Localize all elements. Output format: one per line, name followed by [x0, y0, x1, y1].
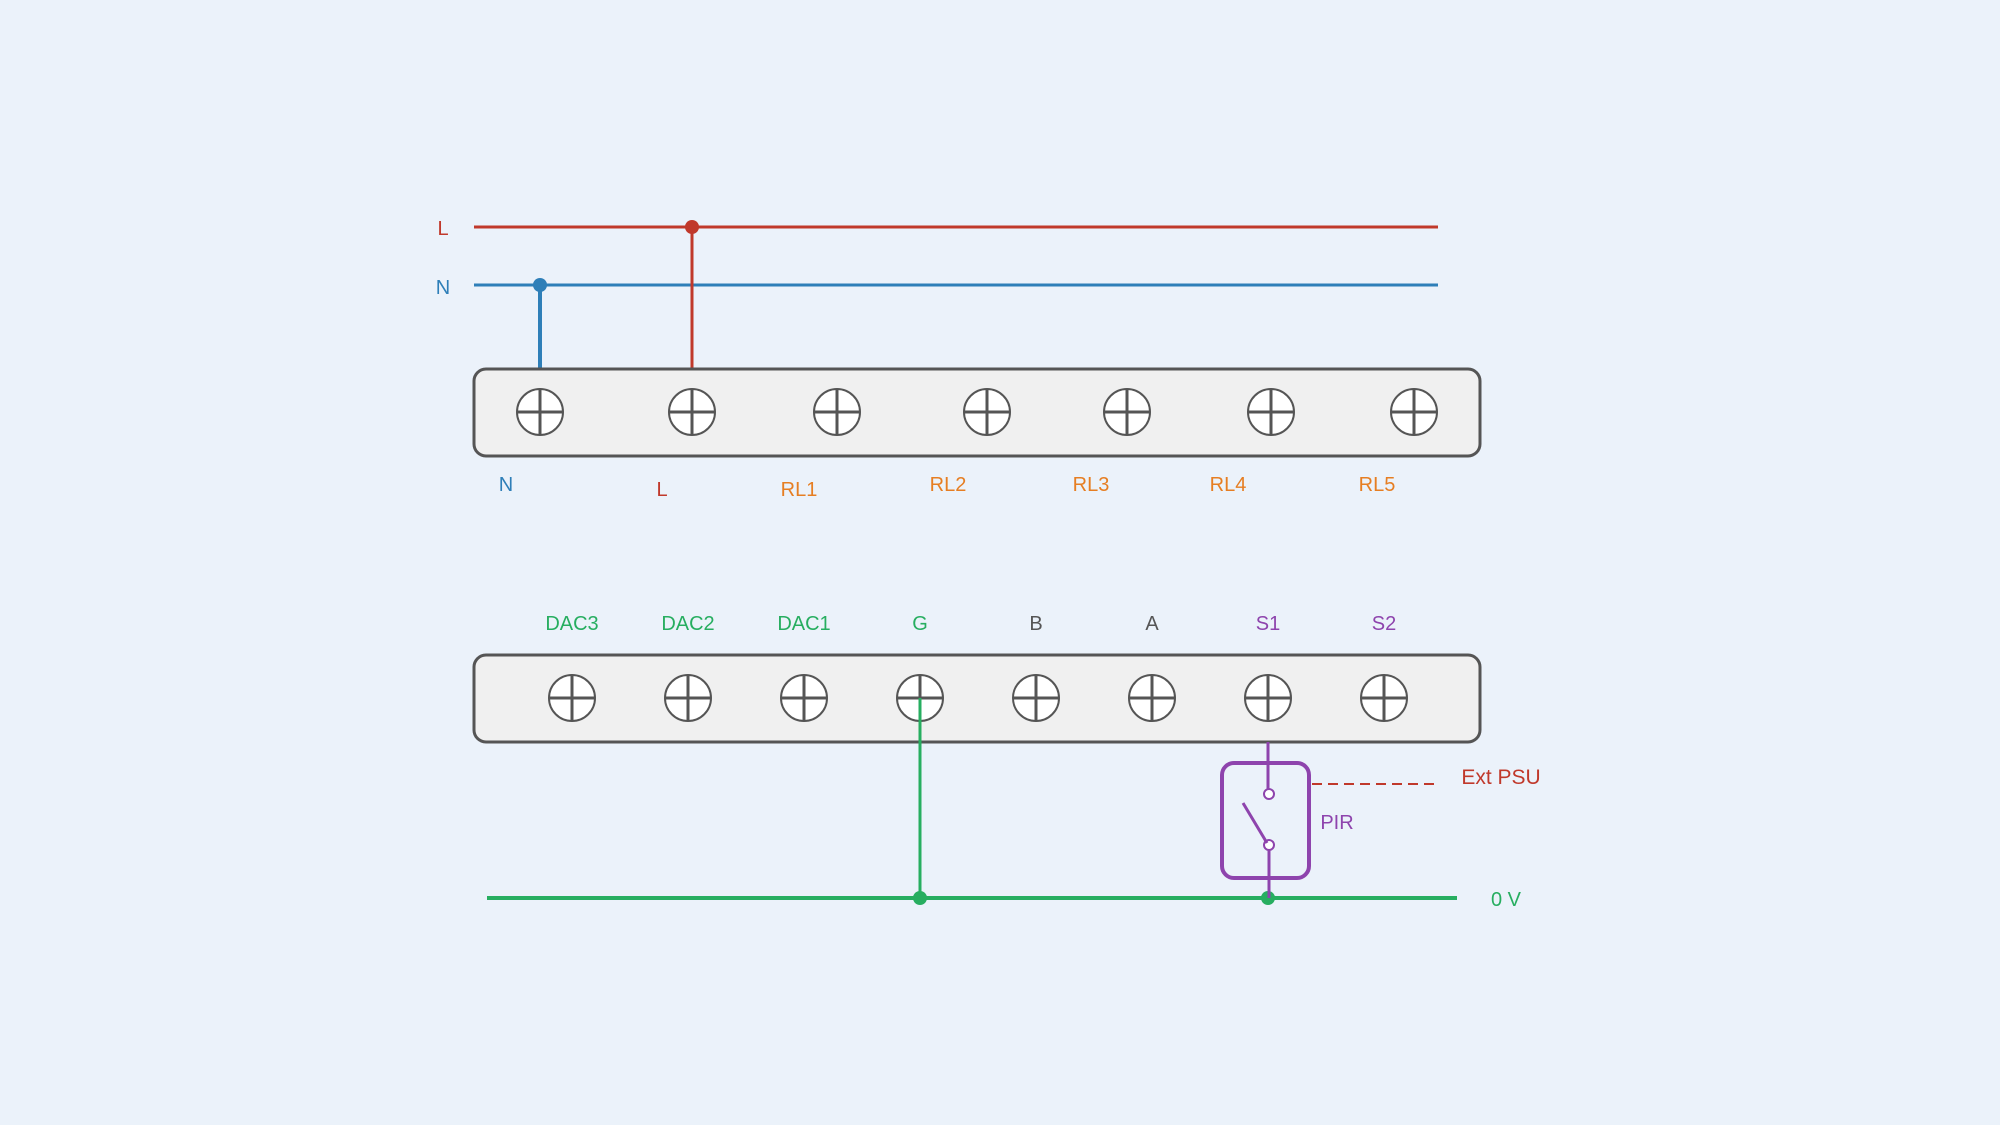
- terminal-screw-rl1: [813, 388, 861, 436]
- ground-junction-dot: [913, 891, 927, 905]
- ext-psu-label: Ext PSU: [1461, 766, 1540, 789]
- terminal-label-l: L: [656, 479, 667, 501]
- terminal-label-dac2: DAC2: [661, 613, 714, 635]
- terminal-screw-rl4: [1247, 388, 1295, 436]
- terminal-label-dac3: DAC3: [545, 613, 598, 635]
- zero-volt-label: 0 V: [1491, 889, 1522, 911]
- terminal-label-g: G: [912, 613, 928, 635]
- terminal-screw-rl2: [963, 388, 1011, 436]
- terminal-label-s2: S2: [1372, 613, 1396, 635]
- terminal-screw-dac2: [664, 674, 712, 722]
- signal-terminal-labels: DAC3 DAC2 DAC1 G B A S1 S2: [545, 613, 1396, 635]
- neutral-bus-label: N: [436, 277, 450, 299]
- terminal-screw-a: [1128, 674, 1176, 722]
- terminal-label-rl2: RL2: [930, 474, 967, 496]
- terminal-label-n: N: [499, 474, 513, 496]
- terminal-screw-s1: [1244, 674, 1292, 722]
- terminal-screw-l: [668, 388, 716, 436]
- signal-terminals: [548, 674, 1408, 722]
- terminal-screw-rl5: [1390, 388, 1438, 436]
- live-bus-label: L: [437, 218, 448, 240]
- terminal-screw-n: [516, 388, 564, 436]
- pir-contact-top: [1263, 788, 1275, 800]
- signal-terminal-block: [472, 653, 1482, 744]
- terminal-label-b: B: [1029, 613, 1042, 635]
- pir-label: PIR: [1320, 812, 1353, 834]
- pir-sensor-box: [1220, 761, 1311, 880]
- terminal-label-rl4: RL4: [1210, 474, 1247, 496]
- live-junction-dot: [685, 220, 699, 234]
- neutral-junction-dot: [533, 278, 547, 292]
- terminal-label-s1: S1: [1256, 613, 1280, 635]
- terminal-label-a: A: [1145, 613, 1159, 635]
- terminal-screw-dac1: [780, 674, 828, 722]
- terminal-screw-dac3: [548, 674, 596, 722]
- power-terminals: N L RL1 RL2 RL3 RL4 RL5: [499, 388, 1438, 501]
- pir-switch-lever: [1241, 802, 1269, 844]
- terminal-label-rl1: RL1: [781, 479, 818, 501]
- terminal-screw-rl3: [1103, 388, 1151, 436]
- terminal-label-rl3: RL3: [1073, 474, 1110, 496]
- terminal-label-rl5: RL5: [1359, 474, 1396, 496]
- terminal-screw-s2: [1360, 674, 1408, 722]
- terminal-screw-b: [1012, 674, 1060, 722]
- terminal-label-dac1: DAC1: [777, 613, 830, 635]
